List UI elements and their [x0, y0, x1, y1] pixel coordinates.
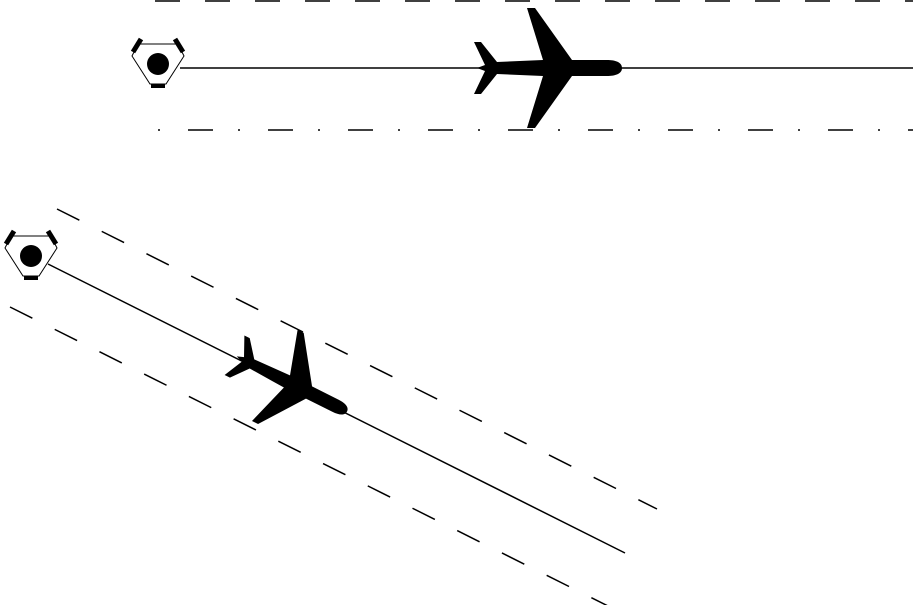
vor-dme-icon — [132, 39, 184, 86]
protected-area-upper-boundary — [56, 208, 658, 510]
vor-dme-icon — [5, 231, 57, 278]
airplane-icon — [211, 309, 370, 458]
protected-area-lower-boundary — [9, 306, 608, 605]
scene-aligned-track — [132, 0, 913, 131]
airplane-icon — [474, 8, 622, 128]
scene-angled-track — [5, 208, 658, 605]
